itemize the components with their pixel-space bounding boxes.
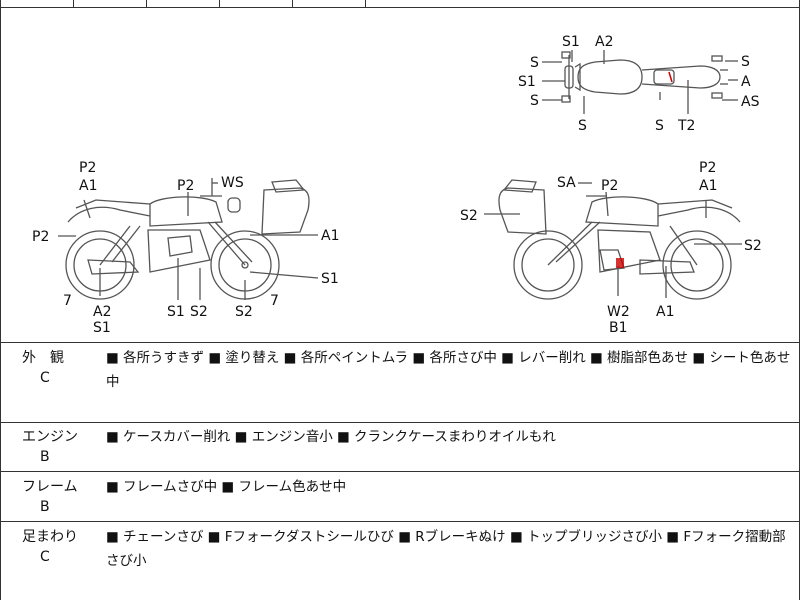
left-label-s2-mid: S2: [190, 304, 208, 320]
diagram-bottom-border: [0, 342, 800, 343]
section-notes: ■ チェーンさび ■ Fフォークダストシールひび ■ Rブレーキぬけ ■ トップ…: [106, 529, 786, 569]
top-label-s1-top: S1: [562, 34, 580, 50]
left-label-s1-mid: S1: [167, 304, 185, 320]
top-view-motorcycle: [542, 50, 738, 114]
left-label-p2-top: P2: [79, 160, 96, 176]
left-border: [0, 0, 1, 600]
right-label-w2: W2: [607, 304, 630, 320]
left-label-7-right: 7: [270, 293, 279, 309]
top-label-s1-left: S1: [518, 74, 536, 90]
left-label-s2-bottom: S2: [235, 304, 253, 320]
right-label-b1: B1: [609, 320, 628, 336]
left-label-p2-fender: P2: [32, 229, 49, 245]
top-label-t2: T2: [677, 118, 695, 134]
right-label-sa: SA: [557, 175, 576, 191]
section-label: エンジン B: [22, 427, 82, 467]
right-label-s2-right: S2: [744, 238, 762, 254]
section-title: フレーム: [22, 479, 78, 495]
top-label-a-right: A: [741, 74, 751, 90]
section-divider: [0, 471, 800, 472]
top-label-s-bottom2: S: [655, 118, 664, 134]
right-label-s2-left: S2: [460, 208, 478, 224]
section-title: 外 観: [22, 350, 64, 366]
section-notes: ■ ケースカバー削れ ■ エンジン音小 ■ クランクケースまわりオイルもれ: [106, 429, 556, 445]
section-divider: [0, 422, 800, 423]
top-cell-divider: [146, 0, 147, 8]
right-label-p2-top: P2: [699, 160, 716, 176]
right-label-a1-bottom: A1: [656, 304, 674, 320]
right-label-p2-tank: P2: [601, 178, 618, 194]
top-cell-divider: [219, 0, 220, 8]
top-cell-divider: [365, 0, 366, 8]
top-border: [0, 7, 800, 8]
section-notes: ■ フレームさび中 ■ フレーム色あせ中: [106, 479, 347, 495]
left-label-7-left: 7: [63, 293, 72, 309]
top-cell-divider: [292, 0, 293, 8]
section-grade: B: [40, 449, 50, 465]
top-label-s-bottom: S: [578, 118, 587, 134]
section-grade: C: [40, 549, 50, 565]
right-label-a1-top: A1: [699, 178, 717, 194]
section-label: 足まわり C: [22, 527, 82, 567]
top-label-s-upper: S: [530, 55, 539, 71]
section-notes: ■ 各所うすきず ■ 塗り替え ■ 各所ペイントムラ ■ 各所さび中 ■ レバー…: [106, 350, 791, 390]
left-label-p2-tank: P2: [177, 178, 194, 194]
section-title: エンジン: [22, 429, 78, 445]
section-grade: B: [40, 499, 50, 515]
left-label-s1-right: S1: [321, 271, 339, 287]
section-divider: [0, 521, 800, 522]
section-label: フレーム B: [22, 477, 82, 517]
left-side-motorcycle: [58, 178, 319, 300]
left-label-a1-right: A1: [321, 228, 339, 244]
section-title: 足まわり: [22, 529, 78, 545]
section-grade: C: [40, 370, 50, 386]
top-label-s-right: S: [741, 54, 750, 70]
left-label-s1-bottom: S1: [93, 320, 111, 336]
top-cell-divider: [73, 0, 74, 8]
motorcycle-damage-diagram: S S1 S S1 A2 S S T2 S A AS P2 A1 P2 WS P…: [32, 34, 762, 336]
right-side-motorcycle: [484, 179, 742, 300]
top-label-s-lower: S: [530, 93, 539, 109]
left-label-a2: A2: [93, 304, 111, 320]
top-label-as-right: AS: [741, 94, 760, 110]
left-label-ws: WS: [221, 175, 244, 191]
left-label-a1-top: A1: [79, 178, 97, 194]
section-label: 外 観 C: [22, 348, 82, 388]
top-label-a2: A2: [595, 34, 613, 50]
